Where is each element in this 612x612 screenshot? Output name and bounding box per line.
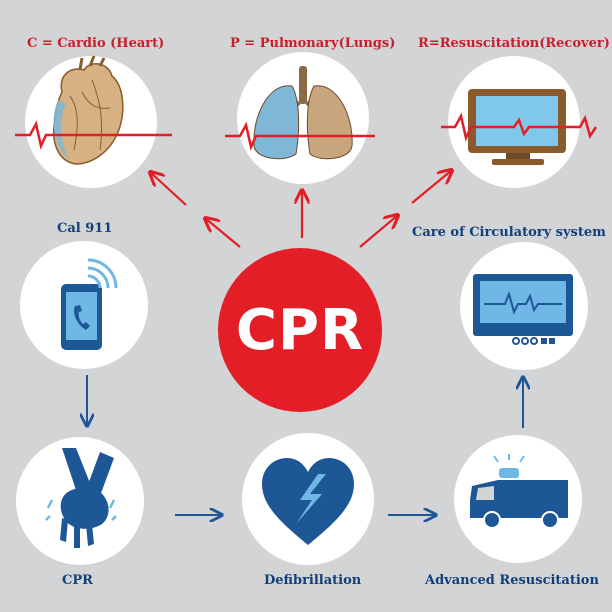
heartbeat-line-2 xyxy=(225,121,375,151)
circulatory-label: Care of Circulatory system xyxy=(412,225,606,240)
cpr-step-label: CPR xyxy=(62,573,93,588)
arrow-to-monitor-outer xyxy=(411,170,452,204)
arrow-to-heart xyxy=(205,218,241,248)
resuscitation-label: R=Resuscitation(Recover) xyxy=(418,36,610,51)
defibrillation-heart-icon xyxy=(262,458,354,545)
arrow-to-monitor xyxy=(359,215,398,248)
heartbeat-line-3 xyxy=(441,112,598,142)
cardiac-monitor-icon xyxy=(473,274,573,345)
advanced-label: Advanced Resuscitation xyxy=(425,573,599,588)
ambulance-icon xyxy=(470,454,568,529)
cpr-center-text: CPR xyxy=(235,297,365,363)
monitor-icon xyxy=(468,89,566,165)
phone-icon xyxy=(61,258,118,350)
hands-icon xyxy=(45,448,117,548)
lungs-icon xyxy=(253,66,353,160)
heartbeat-line-1 xyxy=(15,120,172,150)
call-label: Cal 911 xyxy=(57,221,113,236)
pulmonary-label: P = Pulmonary(Lungs) xyxy=(230,36,396,51)
arrow-to-heart-outer xyxy=(150,172,187,206)
heart-icon xyxy=(52,55,124,165)
cardio-label: C = Cardio (Heart) xyxy=(27,36,165,51)
cpr-center-circle xyxy=(218,248,382,412)
defibrillation-label: Defibrillation xyxy=(264,573,362,588)
